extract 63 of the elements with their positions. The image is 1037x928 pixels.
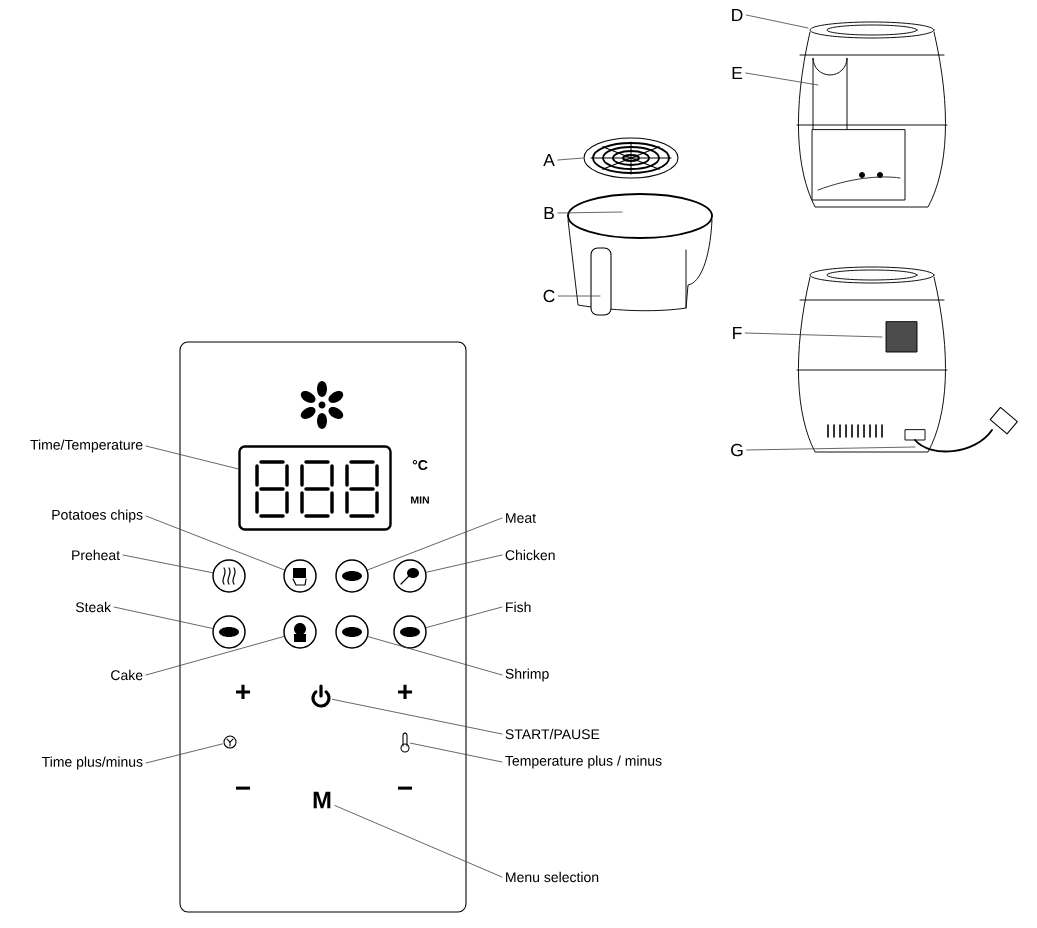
control-panel — [179, 341, 467, 913]
leader-line — [367, 636, 503, 676]
cooking-button — [283, 559, 317, 593]
part-letter: F — [733, 327, 742, 339]
part-letter: A — [543, 154, 555, 166]
callout-label: Meat — [506, 513, 536, 523]
leader-line — [425, 554, 503, 573]
leader-line — [557, 295, 601, 297]
cooking-button — [335, 559, 369, 593]
menu-key: M — [313, 791, 331, 809]
leader-line — [145, 743, 224, 764]
part-letter: E — [732, 67, 743, 79]
cooking-button — [393, 615, 427, 649]
callout-label: Cake — [111, 669, 143, 681]
leader-line — [425, 606, 503, 628]
callout-label: START/PAUSE — [505, 728, 600, 740]
leader-line — [145, 515, 285, 571]
cooking-button — [393, 559, 427, 593]
leader-line — [557, 157, 584, 161]
callout-label: Time plus/minus — [42, 756, 143, 770]
callout-label: Menu selection — [506, 871, 599, 883]
leader-line — [409, 742, 503, 763]
callout-label: Time/Temperature — [30, 439, 143, 453]
callout-label: Chicken — [505, 549, 555, 561]
rack-drawing — [583, 137, 679, 179]
plus-sign: + — [236, 684, 251, 699]
unit-label: °C — [412, 460, 428, 470]
leader-line — [145, 445, 239, 470]
power-icon — [311, 684, 331, 708]
callout-label: Temperature plus / minus — [505, 755, 662, 769]
part-letter: B — [544, 207, 554, 219]
callout-label: Shrimp — [505, 668, 549, 682]
thermometer-icon — [400, 732, 410, 753]
callout-label: Fish — [506, 601, 531, 613]
leader-line — [122, 554, 213, 574]
unit-label: MIN — [411, 496, 429, 504]
callout-label: Potatoes chips — [52, 509, 143, 523]
plus-sign: + — [398, 684, 413, 699]
minus-sign: − — [398, 786, 413, 790]
display-screen — [238, 445, 392, 531]
leader-line — [331, 698, 503, 735]
part-letter: D — [732, 8, 743, 21]
callout-label: Preheat — [72, 549, 120, 561]
cooking-button — [212, 559, 246, 593]
leader-line — [745, 14, 809, 29]
cooking-button — [283, 615, 317, 649]
leader-line — [145, 636, 285, 676]
leader-line — [745, 72, 819, 86]
part-letter: C — [543, 289, 555, 303]
leader-line — [334, 805, 503, 878]
callout-label: Steak — [75, 601, 112, 613]
leader-line — [744, 332, 883, 338]
part-letter: G — [731, 443, 743, 457]
leader-line — [113, 606, 214, 629]
air-fryer-front-drawing — [796, 21, 948, 208]
minus-sign: − — [236, 786, 251, 790]
clock-icon — [223, 735, 237, 749]
cooking-button — [212, 615, 246, 649]
cooking-button — [335, 615, 369, 649]
air-fryer-back-drawing — [796, 266, 1018, 453]
leader-line — [746, 446, 916, 451]
basket-drawing — [567, 193, 713, 316]
leader-line — [367, 517, 503, 571]
